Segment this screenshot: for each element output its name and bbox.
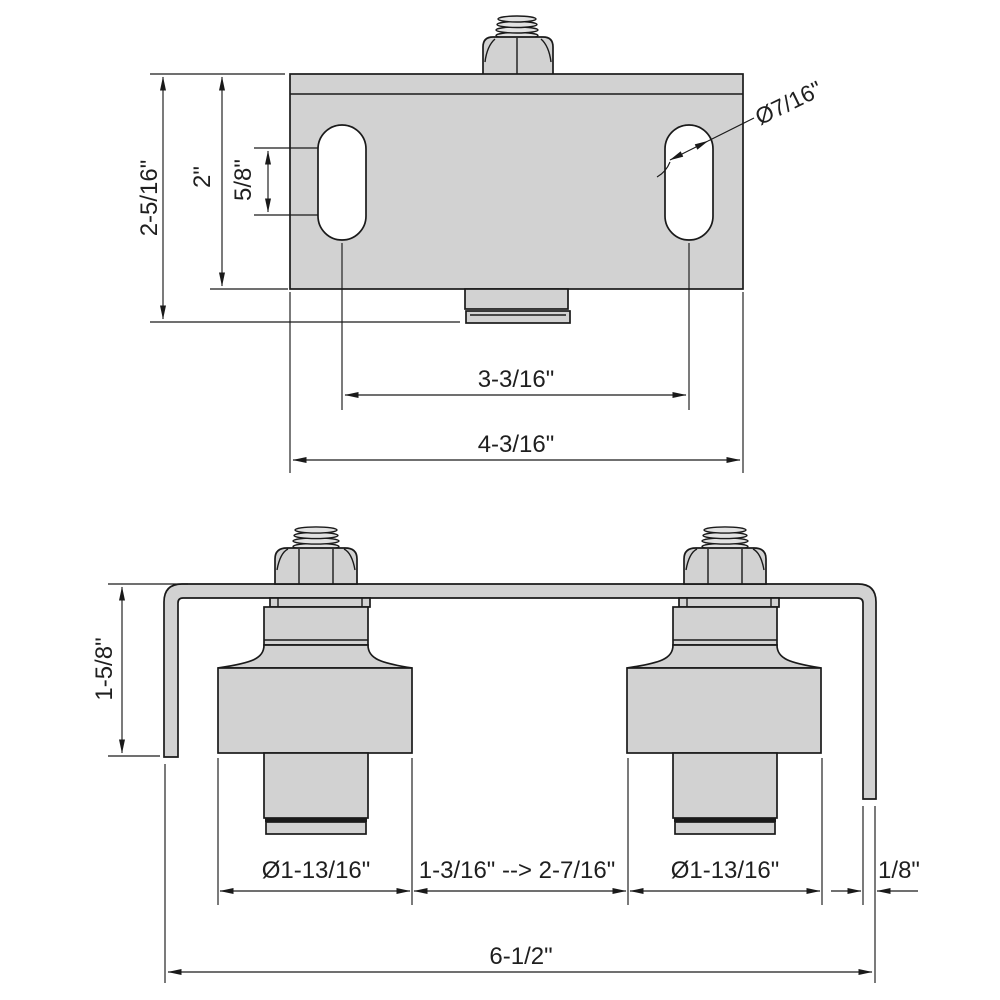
dimension-label: 3-3/16" (478, 366, 555, 393)
dimension-label: Ø1-13/16" (262, 857, 371, 884)
wheel-hub (217, 597, 413, 669)
wheel-assembly-left (217, 526, 413, 835)
dimension-label: 1-3/16" --> 2-7/16" (419, 857, 615, 884)
wheel-assembly-right (625, 524, 823, 836)
bolt-thread-icon (292, 526, 340, 551)
dimension-label: Ø1-13/16" (671, 857, 780, 884)
wheel-lower-hub (263, 752, 369, 835)
dimension-right-wheel-diameter: Ø1-13/16" (629, 857, 821, 894)
extension-lines (164, 758, 876, 983)
dimension-label: 5/8" (230, 159, 257, 201)
dimension-bracket-drop: 1-5/8" (91, 583, 188, 757)
dimension-label: Ø7/16" (751, 76, 826, 130)
dimension-plate-height: 2" (189, 76, 288, 290)
wheel (217, 667, 413, 754)
dimension-label: 6-1/2" (489, 943, 552, 970)
plate-bottom-tab (464, 288, 571, 324)
mounting-slot-left (317, 124, 367, 241)
dimension-wheel-gap-range: 1-3/16" --> 2-7/16" (413, 857, 627, 894)
bottom-view: 1-5/8" Ø1-13/16" 1-3/16" --> 2-7/16" Ø1-… (91, 524, 920, 983)
hex-nut-icon (274, 547, 358, 585)
dimension-label: 2-5/16" (136, 160, 163, 237)
dimension-overall-height: 2-5/16" (136, 73, 460, 323)
dimension-label: 1-5/8" (91, 637, 118, 700)
dimension-left-wheel-diameter: Ø1-13/16" (219, 857, 411, 894)
hex-nut-icon (482, 36, 554, 76)
dimension-plate-thickness: 1/8" (831, 857, 920, 894)
dimension-plate-width: 4-3/16" (289, 292, 744, 473)
top-view: 2-5/16" 2" 5/8" Ø7/16" 3-3/16" (136, 15, 826, 473)
dimension-label: 2" (189, 166, 216, 188)
dimension-slot-length: 5/8" (230, 147, 318, 216)
dimension-slot-spacing: 3-3/16" (344, 366, 687, 398)
mounting-bar (163, 583, 877, 800)
dimension-label: 4-3/16" (478, 431, 555, 458)
dimension-overall-width: 6-1/2" (167, 943, 873, 975)
bolt-thread-icon (495, 15, 539, 40)
dimension-label: 1/8" (878, 857, 920, 884)
